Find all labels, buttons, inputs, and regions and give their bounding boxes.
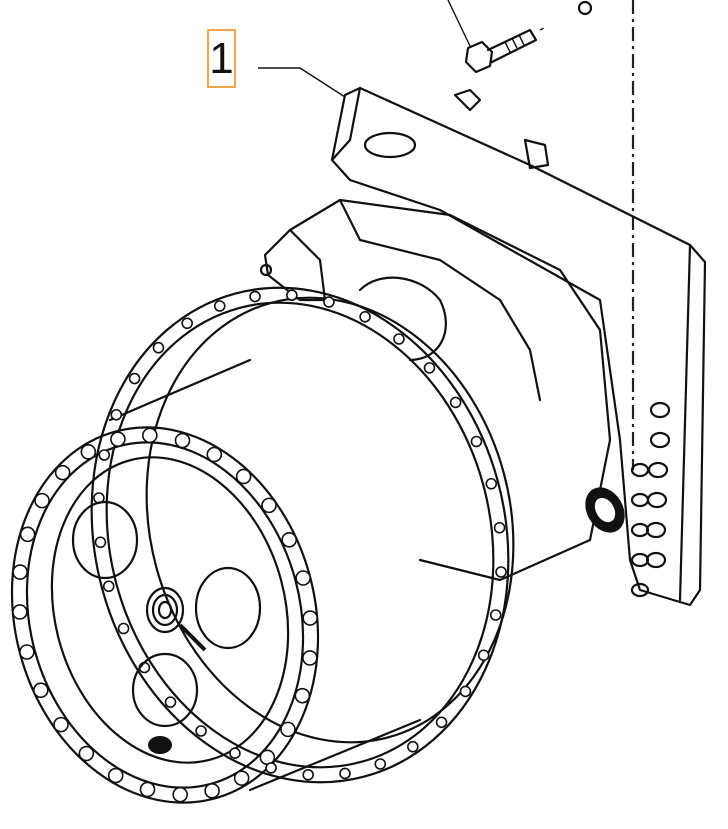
center-plug <box>145 586 207 652</box>
leader-line-1 <box>258 67 346 98</box>
motor-housing <box>288 198 612 582</box>
side-plug <box>585 487 625 533</box>
front-bolt-circle <box>12 427 318 803</box>
leader-line-bolt <box>447 0 471 47</box>
callout-1: 1 <box>207 29 236 88</box>
callout-label: 1 <box>209 33 234 83</box>
hex-bolt <box>464 25 549 74</box>
port-right <box>194 566 262 650</box>
port-bottom <box>131 652 199 728</box>
mounting-flange <box>330 86 707 607</box>
drum-ring-outer <box>90 286 510 784</box>
flange-bolt-holes <box>630 401 671 598</box>
washer <box>577 0 593 16</box>
rear-bolt-circle <box>93 289 507 781</box>
port-top <box>71 500 139 580</box>
drain-plug <box>148 736 172 754</box>
